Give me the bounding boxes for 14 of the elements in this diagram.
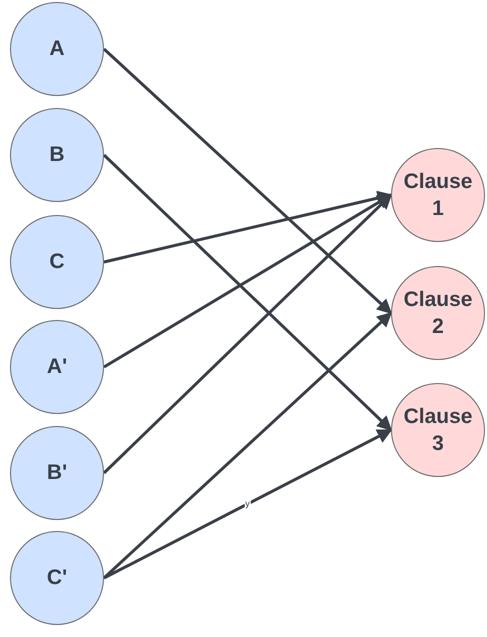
node-label: C' [46, 565, 68, 592]
node-label: B [49, 142, 65, 168]
node-label: A' [46, 354, 68, 380]
arrow [103, 428, 392, 580]
node-label: Clause 1 [402, 168, 474, 222]
node-label: Clause 3 [402, 404, 474, 457]
arrow [102, 154, 392, 432]
edge-label: y [244, 500, 251, 508]
node-label: A [49, 36, 65, 62]
node-label: B' [46, 460, 68, 486]
arrow [102, 48, 392, 314]
node-label: C [49, 249, 65, 276]
arrow [104, 190, 392, 264]
node-label: Clause 2 [402, 286, 474, 340]
